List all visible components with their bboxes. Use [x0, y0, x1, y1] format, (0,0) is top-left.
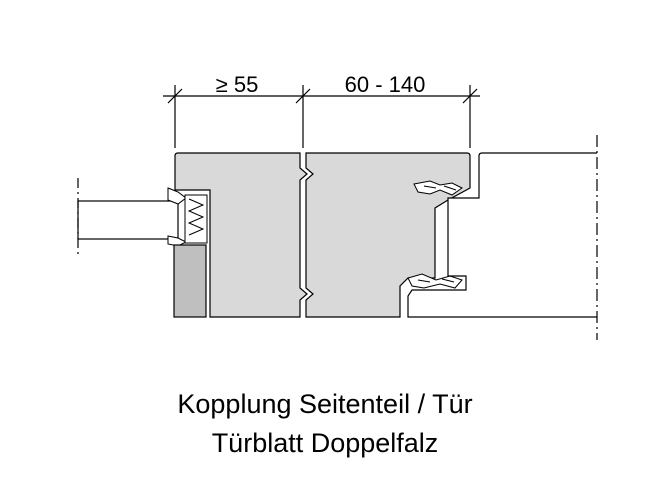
door-seal-top: [413, 180, 463, 196]
dimension-line: [163, 85, 480, 148]
door-seal-bottom: [407, 273, 463, 289]
side-panel-profile: [174, 152, 308, 318]
glazing-gasket: [167, 187, 208, 247]
caption-subtitle: Türblatt Doppelfalz: [211, 428, 439, 458]
dimension-label-left: ≥ 55: [216, 72, 259, 97]
dimension-label-right: 60 - 140: [345, 72, 426, 97]
glass-pane: [77, 178, 179, 258]
door-leaf: [407, 152, 597, 318]
dark-glazing-bead: [173, 244, 207, 318]
caption-title: Kopplung Seitenteil / Tür: [177, 389, 473, 419]
